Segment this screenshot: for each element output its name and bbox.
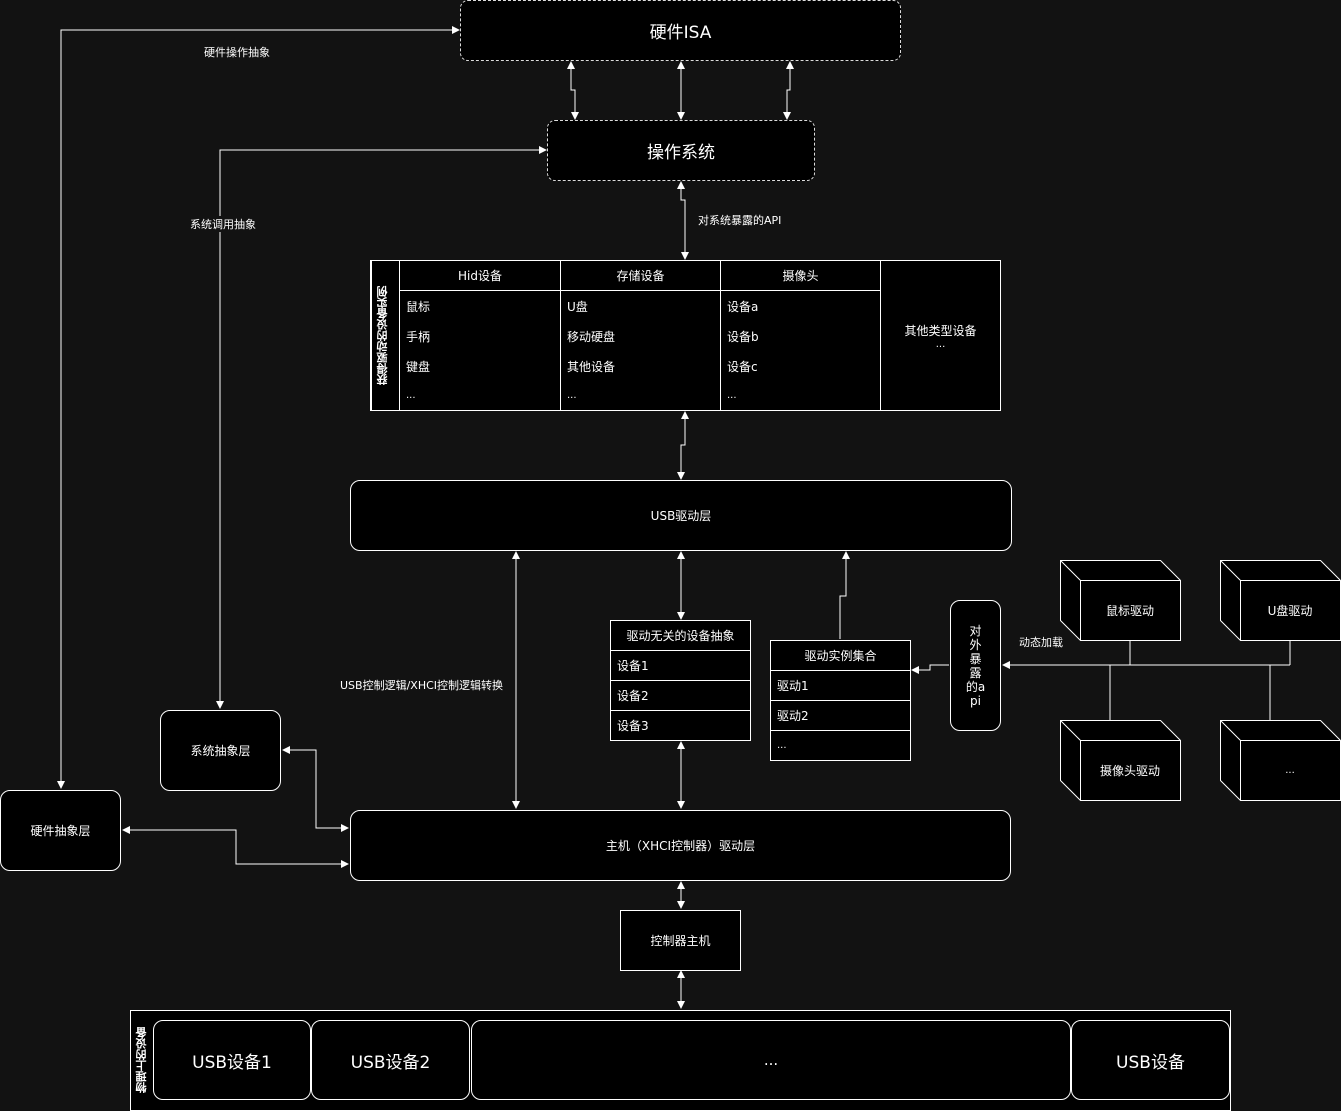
- list-item: ...: [727, 390, 737, 401]
- list-item: 驱动1: [771, 670, 910, 700]
- list-item: 键盘: [406, 359, 431, 374]
- usb-device-n: USB设备: [1071, 1020, 1230, 1100]
- camera-driver-label: 摄像头驱动: [1099, 763, 1160, 778]
- hid-column: Hid设备 鼠标 手柄 键盘 ...: [400, 261, 561, 410]
- physical-devices-side-title: 物理上的设备: [135, 1027, 148, 1094]
- usb-driver-layer-label: USB驱动层: [650, 509, 712, 523]
- usb-device-n-label: USB设备: [1116, 1052, 1185, 1073]
- column-header: 摄像头: [721, 261, 880, 291]
- list-item: 设备c: [727, 359, 758, 374]
- system-abstraction-label: 系统抽象层: [190, 744, 251, 758]
- driver-agnostic-title: 驱动无关的设备抽象: [626, 629, 735, 643]
- hw-op-abstraction-label: 硬件操作抽象: [204, 44, 270, 60]
- host-driver-layer-label: 主机（XHCI控制器）驱动层: [605, 839, 756, 853]
- list-item: 设备3: [611, 710, 750, 740]
- list-item: ...: [567, 390, 577, 401]
- storage-column: 存储设备 U盘 移动硬盘 其他设备 ...: [561, 261, 721, 410]
- list-item: 设备2: [611, 680, 750, 710]
- camera-column: 摄像头 设备a 设备b 设备c ...: [721, 261, 881, 410]
- other-device-types-label: 其他类型设备: [904, 323, 977, 338]
- hardware-abstraction-layer: 硬件抽象层: [0, 790, 121, 871]
- device-instance-side-title: 获得驱动的设备实例: [371, 261, 394, 410]
- list-item: 设备1: [611, 650, 750, 680]
- device-instance-table: 获得驱动的设备实例 Hid设备 鼠标 手柄 键盘 ... 存储设备 U盘 移动硬…: [370, 260, 1001, 411]
- list-item: ...: [771, 730, 910, 760]
- dynamic-load-label: 动态加载: [1019, 634, 1063, 650]
- udisk-driver-label: U盘驱动: [1267, 603, 1313, 618]
- hardware-isa-node: 硬件ISA: [460, 0, 901, 61]
- driver-instance-list: 驱动实例集合 驱动1 驱动2 ...: [770, 640, 911, 761]
- other-device-types-ellipsis: ...: [935, 338, 946, 350]
- physical-devices-container: 物理上的设备 USB设备1 USB设备2 ... USB设备: [130, 1010, 1231, 1111]
- usb-xhci-conversion-label: USB控制逻辑/XHCI控制逻辑转换: [340, 677, 504, 693]
- column-header: Hid设备: [400, 261, 560, 291]
- external-api-node: 对外暴露的api: [950, 600, 1001, 731]
- controller-host-label: 控制器主机: [650, 934, 711, 948]
- list-item: 其他设备: [567, 359, 616, 374]
- list-item: ...: [406, 390, 416, 401]
- system-abstraction-layer: 系统抽象层: [160, 710, 281, 791]
- list-item: 鼠标: [406, 299, 431, 314]
- usb-device-1: USB设备1: [153, 1020, 311, 1100]
- column-header: 存储设备: [561, 261, 720, 291]
- driver-instance-title: 驱动实例集合: [804, 649, 877, 663]
- usb-device-2-label: USB设备2: [350, 1052, 431, 1073]
- list-item: 设备b: [727, 329, 759, 344]
- other-driver-label: ...: [1285, 764, 1295, 776]
- os-node: 操作系统: [547, 120, 815, 181]
- host-driver-layer: 主机（XHCI控制器）驱动层: [350, 810, 1011, 881]
- other-device-types: 其他类型设备 ...: [881, 261, 1000, 410]
- usb-driver-layer: USB驱动层: [350, 480, 1012, 551]
- hardware-isa-label: 硬件ISA: [649, 23, 712, 43]
- os-label: 操作系统: [647, 143, 715, 163]
- syscall-abstraction-label: 系统调用抽象: [190, 216, 256, 232]
- usb-device-2: USB设备2: [311, 1020, 470, 1100]
- cube-camera-driver: [1060, 720, 1181, 801]
- system-api-label: 对系统暴露的API: [698, 212, 782, 228]
- mouse-driver-label: 鼠标驱动: [1105, 603, 1154, 618]
- hardware-abstraction-label: 硬件抽象层: [30, 824, 91, 838]
- driver-agnostic-list: 驱动无关的设备抽象 设备1 设备2 设备3: [610, 620, 751, 741]
- list-item: 移动硬盘: [567, 329, 616, 344]
- external-api-label: 对外暴露的api: [965, 623, 986, 708]
- cube-mouse-driver: [1060, 560, 1181, 641]
- list-item: 设备a: [727, 299, 759, 314]
- usb-device-1-label: USB设备1: [192, 1052, 272, 1073]
- list-item: 驱动2: [771, 700, 910, 730]
- usb-device-ellipsis: ...: [471, 1020, 1071, 1100]
- cube-udisk-driver: [1220, 560, 1341, 641]
- list-item: 手柄: [406, 329, 431, 344]
- list-item: U盘: [567, 299, 588, 314]
- controller-host-node: 控制器主机: [620, 910, 741, 971]
- usb-device-ellipsis-label: ...: [763, 1051, 779, 1069]
